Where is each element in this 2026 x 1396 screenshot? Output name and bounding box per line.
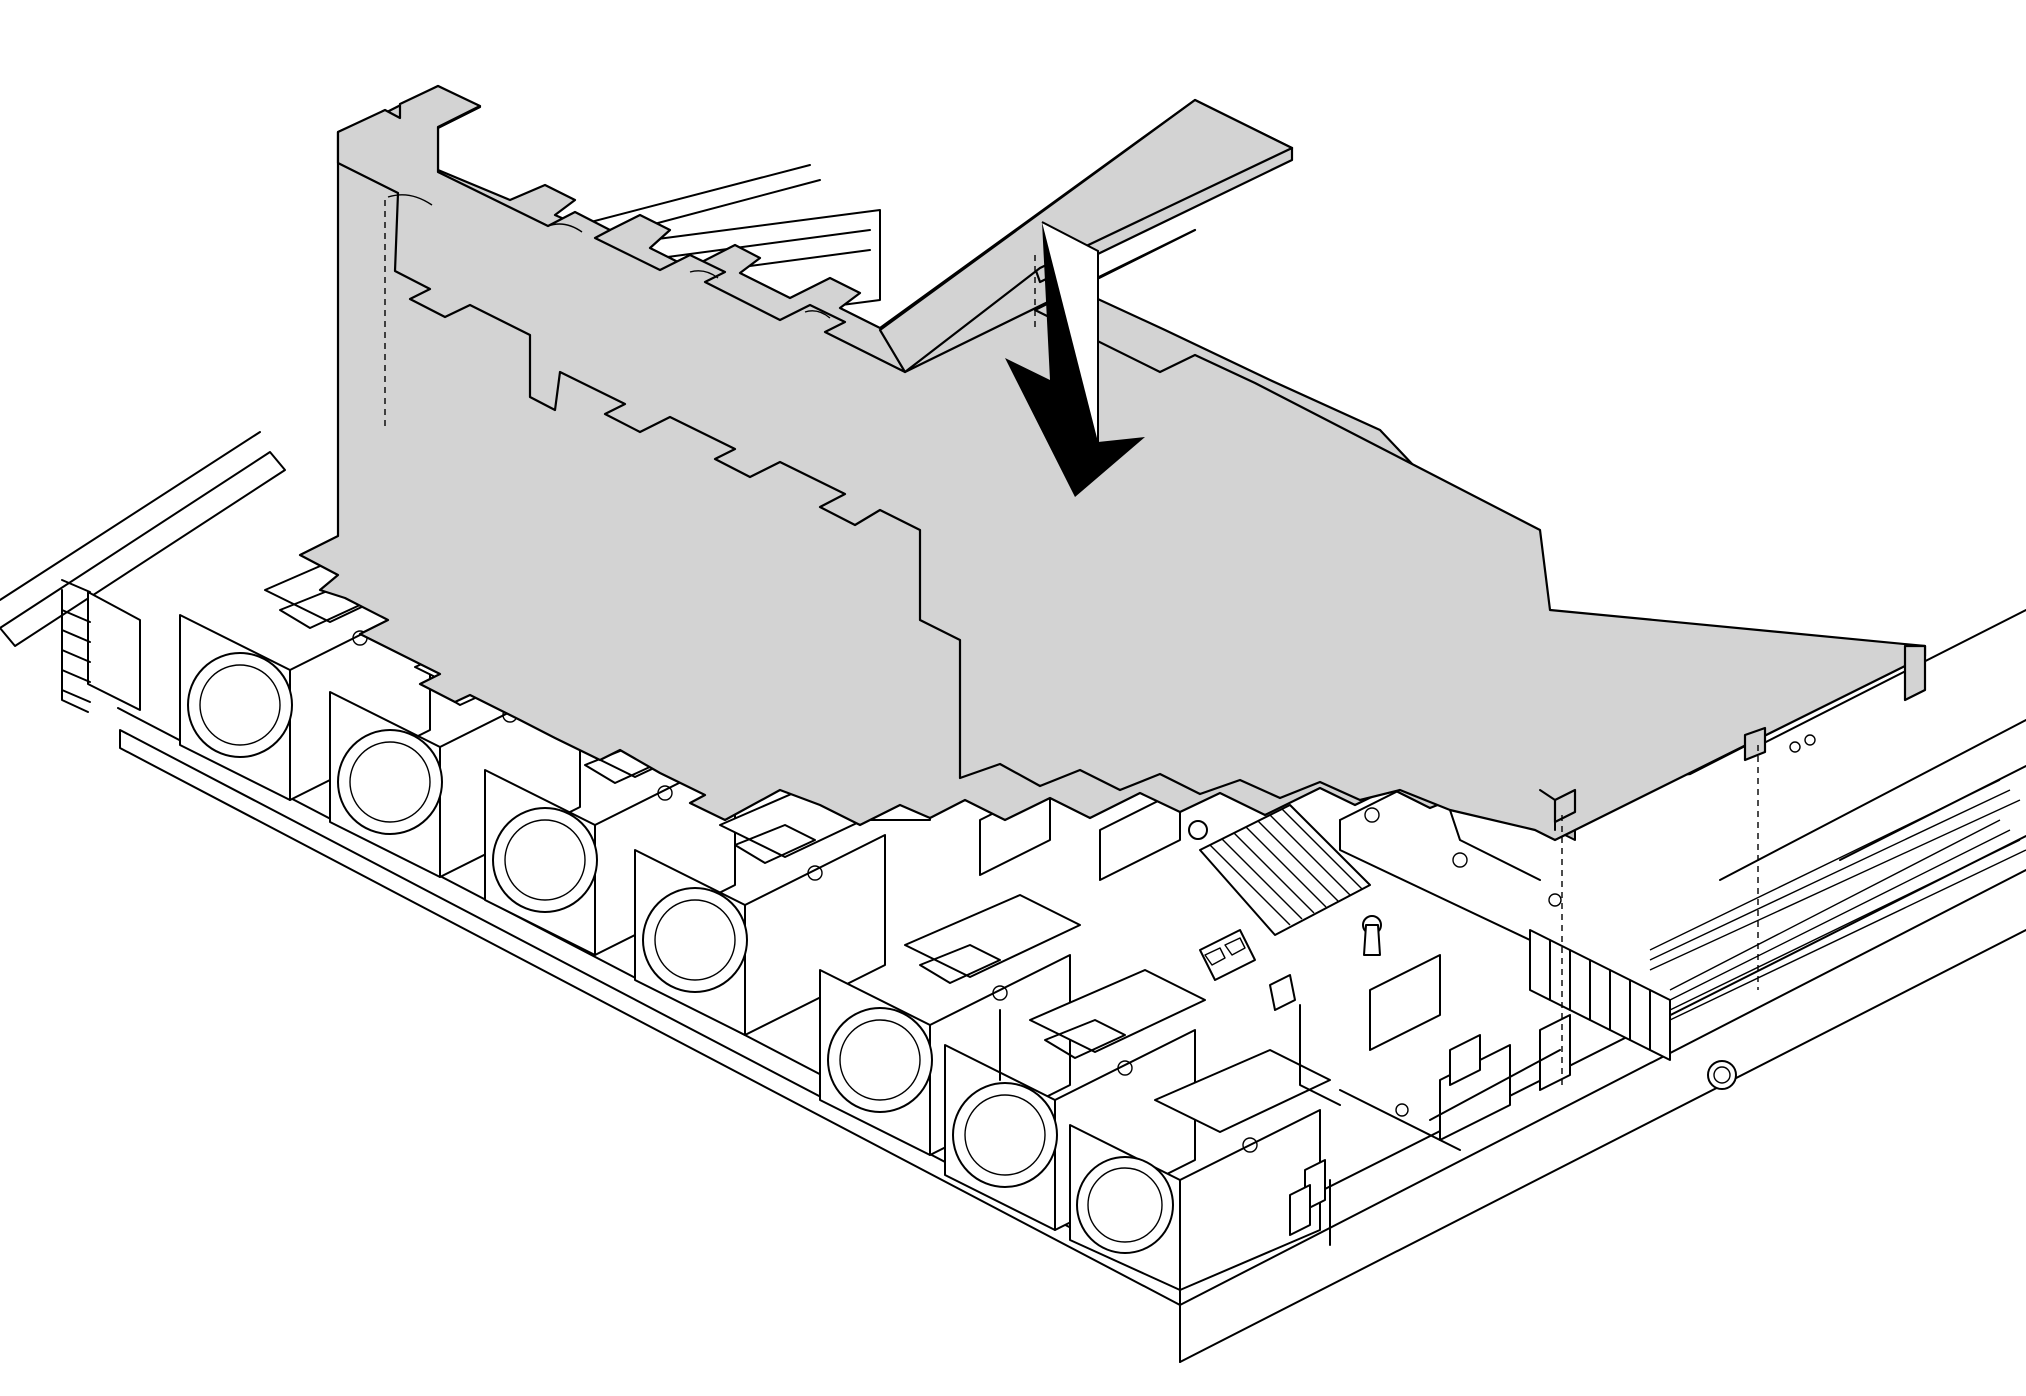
fan-module	[1069, 1049, 1331, 1291]
down-arrow-icon	[1005, 221, 1145, 497]
processor-heatsink	[1188, 804, 1382, 956]
front-io-handle	[61, 579, 141, 713]
air-baffle	[298, 84, 1927, 881]
fan-module	[944, 969, 1206, 1231]
dimm-slots-lower	[1529, 779, 2026, 1061]
thumbscrew-icon	[1707, 1060, 1737, 1090]
fan-module	[634, 774, 896, 1036]
alignment-guides	[384, 200, 1759, 1085]
